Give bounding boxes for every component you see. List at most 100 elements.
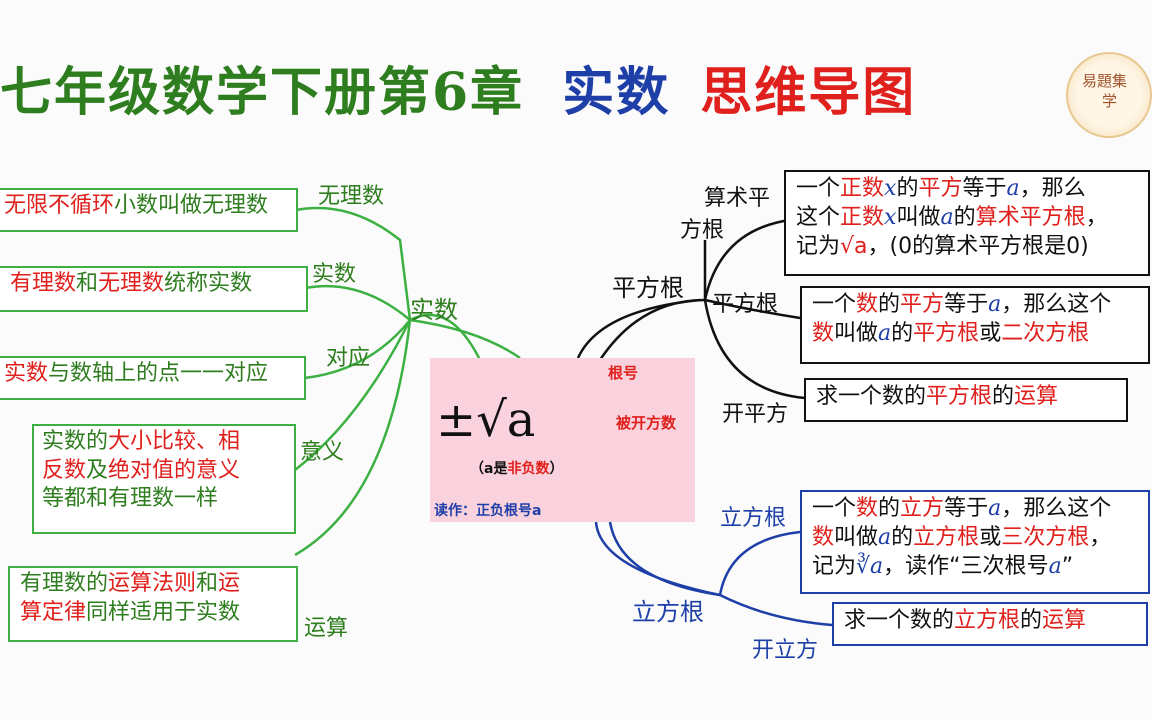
text-line: 等都和有理数一样 — [42, 485, 288, 514]
text-segment: 非负数 — [507, 461, 550, 477]
text-segment: 记为 — [796, 234, 841, 260]
text-segment: 运 — [218, 571, 241, 596]
text-segment: 的 — [878, 292, 901, 317]
text-segment: 和 — [76, 271, 99, 296]
center-radical-illustration: ±√a 根号 被开方数 （a是非负数） 读作：正负根号a — [430, 358, 695, 522]
text-segment: ，那么 — [1019, 176, 1086, 201]
text-segment: 算术平方根 — [975, 205, 1086, 231]
text-segment: 等都和有理数一样 — [42, 486, 219, 512]
text-segment: ） — [549, 461, 564, 477]
reading-note: 读作：正负根号a — [434, 503, 542, 519]
branch-label-correspondence: 对应 — [326, 346, 371, 371]
text-segment: 运算 — [1014, 384, 1059, 409]
text-segment: 等于 — [962, 176, 1007, 201]
text-segment: 的 — [953, 205, 976, 231]
cube-root-label: 立方根 — [720, 506, 787, 531]
logo-text-bottom: 学 — [1102, 92, 1118, 110]
text-segment: 叫做 — [834, 525, 879, 551]
text-segment: 正数 — [840, 205, 885, 231]
text-segment: a — [940, 205, 954, 231]
text-segment: ， — [1089, 525, 1112, 551]
text-segment: （a是 — [470, 461, 508, 477]
text-line: 这个正数x叫做a的算术平方根， — [796, 203, 1138, 232]
text-segment: x — [884, 176, 897, 201]
text-segment: 运算法则 — [108, 571, 197, 596]
box-cube-root-definition: 一个数的立方等于a，那么这个 数叫做a的立方根或三次方根， 记为∛a，读作“三次… — [800, 490, 1150, 594]
text-segment: 二次方根 — [1001, 321, 1090, 347]
text-segment: 一个 — [796, 176, 841, 201]
text-line: 反数及绝对值的意义 — [42, 457, 288, 486]
text-segment: 三次方根 — [1001, 525, 1090, 551]
text-segment: 小数叫做无理数 — [114, 193, 269, 218]
text-segment: 叫做 — [834, 321, 879, 347]
text-segment: 同样适用于实数 — [86, 599, 241, 625]
text-line: 记为∛a，读作“三次根号a” — [812, 552, 1138, 581]
text-segment: 无限不循环 — [4, 193, 115, 218]
text-segment: ，那么这个 — [1001, 292, 1112, 317]
extract-square-root-label: 开平方 — [722, 402, 789, 427]
box-irrational-definition: 无限不循环小数叫做无理数 — [0, 188, 298, 232]
text-segment: 大小比较、相 — [108, 429, 241, 454]
text-segment: 统称实数 — [164, 271, 253, 296]
text-segment: 这个 — [796, 205, 841, 231]
square-root-root-label: 平方根 — [612, 274, 684, 302]
text-segment: 数 — [856, 496, 879, 521]
text-segment: 数 — [812, 321, 835, 347]
text-segment: 及 — [86, 457, 109, 483]
box-square-root-definition: 一个数的平方等于a，那么这个 数叫做a的平方根或二次方根 — [800, 286, 1150, 364]
text-segment: 一个 — [812, 496, 857, 521]
page-title: 七年级数学下册第6章实数思维导图 — [0, 50, 916, 125]
text-segment: ” — [1061, 554, 1074, 580]
text-segment: 有理数 — [10, 271, 77, 296]
left-root-label: 实数 — [410, 296, 458, 324]
arith-root-label-line2: 方根 — [680, 218, 725, 243]
text-segment: 有理数的 — [20, 571, 109, 596]
text-line: 数叫做a的立方根或三次方根， — [812, 523, 1138, 552]
text-segment: 等于 — [944, 292, 989, 317]
label-radicand: 被开方数 — [616, 414, 677, 432]
text-segment: 运算 — [1042, 608, 1087, 633]
text-segment: 等于 — [944, 496, 989, 521]
text-segment: √a — [840, 234, 868, 260]
text-segment: x — [884, 205, 897, 231]
text-segment: ，那么这个 — [1001, 496, 1112, 521]
title-part-mindmap: 思维导图 — [700, 62, 917, 123]
text-segment: 绝对值的意义 — [108, 457, 241, 483]
text-line: 实数的大小比较、相 — [42, 428, 288, 457]
text-segment: 和 — [196, 571, 219, 596]
text-segment: 数 — [856, 292, 879, 317]
box-arithmetic-square-root: 一个正数x的平方等于a，那么 这个正数x叫做a的算术平方根， 记为√a，(0的算… — [784, 170, 1150, 276]
branch-label-meaning: 意义 — [300, 440, 345, 465]
text-segment: a — [988, 496, 1002, 521]
text-segment: a — [1048, 554, 1062, 580]
text-segment: a — [878, 321, 892, 347]
text-line: 一个正数x的平方等于a，那么 — [796, 174, 1138, 203]
text-segment: 与数轴上的点一一对应 — [48, 361, 269, 386]
square-root-label: 平方根 — [712, 292, 779, 317]
text-segment: a — [988, 292, 1002, 317]
text-segment: 或 — [979, 321, 1002, 347]
text-segment: 一个 — [812, 292, 857, 317]
text-segment: 的 — [891, 525, 914, 551]
text-segment: a — [878, 525, 892, 551]
logo-seal: 易題集 学 — [1066, 52, 1152, 138]
text-segment: 的 — [1020, 608, 1043, 633]
text-segment: 实数 — [4, 361, 49, 386]
text-line: 一个数的平方等于a，那么这个 — [812, 290, 1138, 319]
text-segment: 的 — [992, 384, 1015, 409]
text-segment: 叫做 — [896, 205, 941, 231]
text-segment: 立方 — [900, 496, 945, 521]
radical-symbol: ±√a — [436, 392, 536, 448]
text-segment: 平方根 — [926, 384, 993, 409]
text-segment: ，读作“三次根号 — [883, 554, 1049, 580]
branch-label-irrational: 无理数 — [318, 184, 385, 209]
text-segment: 的 — [878, 496, 901, 521]
branch-label-real: 实数 — [312, 262, 357, 287]
text-segment: 平方 — [918, 176, 963, 201]
text-segment: ，(0的算术平方根是0) — [867, 234, 1089, 260]
logo-text-top: 易題集 — [1082, 72, 1128, 90]
text-segment: 平方根 — [913, 321, 980, 347]
text-segment: 无理数 — [98, 271, 165, 296]
branch-label-operation: 运算 — [304, 616, 349, 641]
title-part-grade: 七年级数学下册第6章 — [0, 62, 525, 123]
